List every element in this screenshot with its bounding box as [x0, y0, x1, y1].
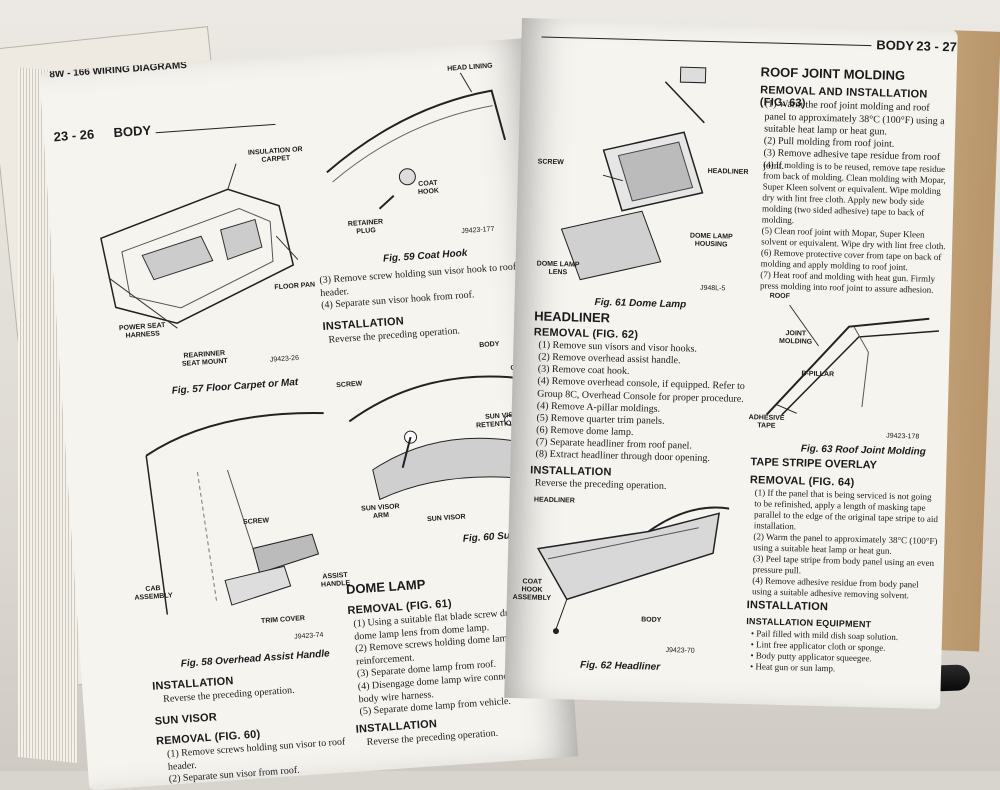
label-coat-hook: COAT HOOK [417, 179, 440, 197]
dome-lamp-illustration [560, 66, 707, 281]
fig59-caption: Fig. 59 Coat Hook [382, 247, 468, 265]
equipment-heading: INSTALLATION EQUIPMENT [746, 616, 872, 630]
label-b-pillar: B-PILLAR [801, 370, 835, 379]
headliner-installation-heading: INSTALLATION [530, 464, 612, 479]
label-dome-lens: DOME LAMP LENS [536, 260, 580, 277]
label-headliner-62: HEADLINER [533, 496, 575, 505]
label-insulation: INSULATION OR CARPET [247, 146, 303, 164]
left-page: 8W - 166 WIRING DIAGRAMS 23 - 26 BODY IN… [39, 38, 579, 790]
label-body-62: BODY [641, 616, 662, 624]
label-headliner-61: HEADLINER [707, 167, 749, 176]
fig62-caption: Fig. 62 Headliner [579, 659, 661, 673]
fig57-caption: Fig. 57 Floor Carpet or Mat [171, 376, 299, 397]
label-retainer-plug: RETAINER PLUG [347, 218, 384, 236]
page-number-left: 23 - 26 [53, 126, 95, 145]
roof-joint-heading: ROOF JOINT MOLDING [760, 64, 906, 84]
label-seat-mount: REARINNER SEAT MOUNT [181, 349, 228, 368]
fig59-code: J9423-177 [461, 225, 495, 236]
tape-stripe-step-4: (4) Remove adhesive residue from body pa… [751, 575, 919, 601]
floor-carpet-illustration [100, 163, 299, 329]
label-adhesive-tape: ADHESIVE TAPE [748, 414, 785, 430]
header-rule-left [155, 123, 276, 134]
label-visor-arm: SUN VISOR ARM [360, 503, 400, 520]
headliner-heading: HEADLINER [534, 308, 611, 326]
roof-joint-step-4: (4) If molding is to be reused, remove t… [761, 159, 946, 226]
label-cab-assembly: CAB ASSEMBLY [134, 584, 173, 602]
fig57-code: J9423-26 [269, 354, 300, 364]
roof-joint-step-1: (1) Warm the roof joint molding and roof… [764, 98, 945, 138]
page-number-right: 23 - 27 [916, 38, 958, 55]
label-dome-housing: DOME LAMP HOUSING [689, 232, 733, 249]
fig58-caption: Fig. 58 Overhead Assist Handle [180, 648, 330, 670]
fig61-code: J948L-5 [699, 284, 726, 293]
section-title-right: BODY [876, 37, 915, 54]
fig61-caption: Fig. 61 Dome Lamp [594, 296, 687, 311]
section-title-left: BODY [113, 122, 152, 141]
tape-stripe-step-1: (1) If the panel that is being serviced … [753, 487, 939, 532]
label-screw-61: SCREW [537, 158, 564, 167]
headliner-illustration [536, 506, 730, 635]
right-page: BODY 23 - 27 SCREW HEADLINER DOME LAMP H… [504, 18, 958, 710]
label-joint-molding: JOINT MOLDING [779, 330, 813, 346]
tape-stripe-heading: TAPE STRIPE OVERLAY [750, 456, 878, 472]
tape-installation-heading: INSTALLATION [746, 599, 829, 614]
roof-joint-illustration [765, 304, 940, 416]
sun-visor-heading: SUN VISOR [154, 711, 218, 728]
header-rule-right [541, 36, 872, 47]
fig63-caption: Fig. 63 Roof Joint Molding [800, 443, 926, 458]
fig58-code: J9423-74 [293, 631, 324, 641]
assist-handle-illustration [145, 412, 324, 615]
fig62-code: J9423-70 [665, 646, 695, 655]
label-coat-hook-assembly: COAT HOOK ASSEMBLY [512, 578, 552, 602]
fig63-code: J9423-178 [886, 432, 920, 441]
coat-hook-illustration [326, 72, 507, 210]
label-roof: ROOF [769, 292, 790, 301]
